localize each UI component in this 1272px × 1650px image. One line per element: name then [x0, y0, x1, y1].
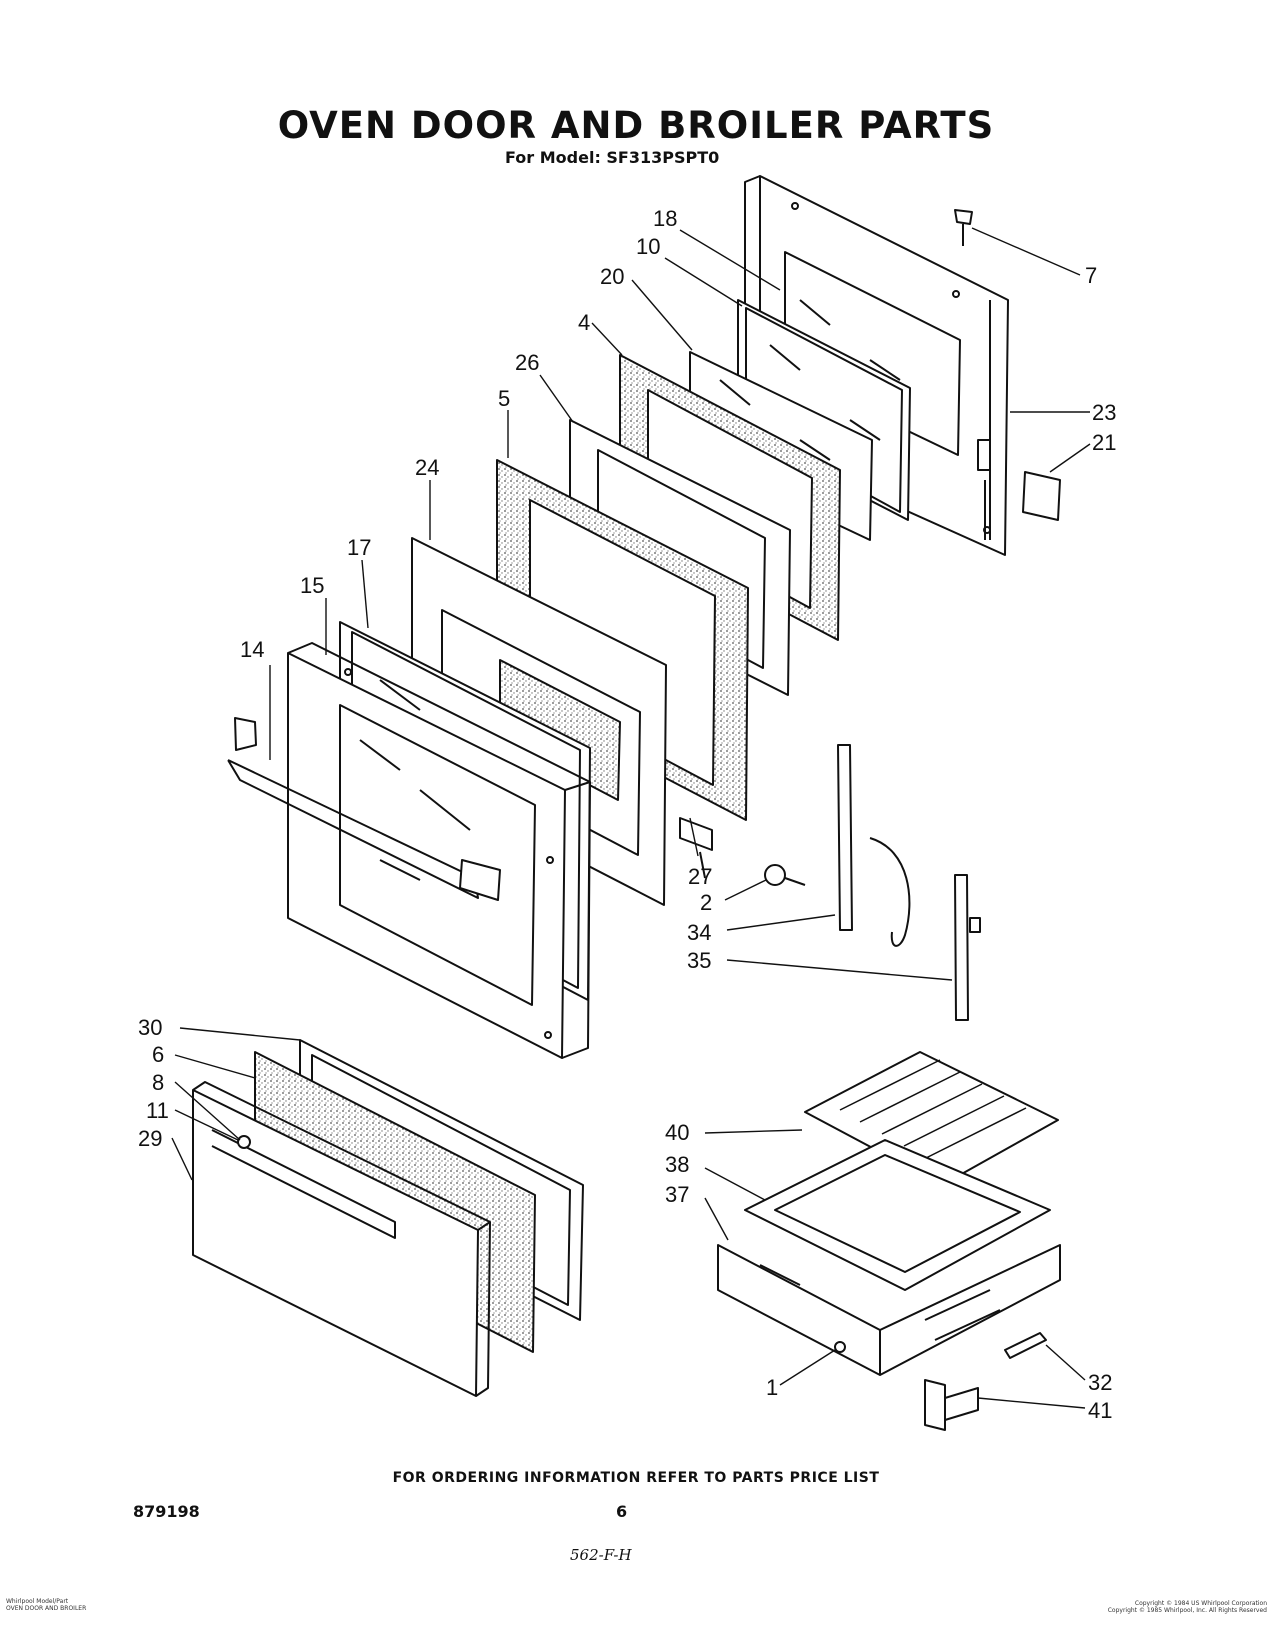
callout-26: 26 — [515, 350, 539, 375]
callout-24: 24 — [415, 455, 439, 480]
part-38-broiler-pan — [744, 1139, 1051, 1291]
part-27-bracket — [679, 817, 713, 879]
part-21-hinge — [1022, 471, 1061, 521]
part-2-bolt — [764, 864, 806, 886]
callout-30: 30 — [138, 1015, 162, 1040]
part-number: 879198 — [133, 1502, 200, 1521]
part-37-broiler-drawer — [717, 1244, 1061, 1376]
callout-38: 38 — [665, 1152, 689, 1177]
callout-6: 6 — [152, 1042, 164, 1067]
leader-lines — [171, 227, 1091, 1409]
part-29-drawer-front — [192, 1081, 491, 1397]
handwritten-code: 562-F-H — [570, 1546, 632, 1564]
callout-35: 35 — [687, 948, 711, 973]
callout-5: 5 — [498, 386, 510, 411]
callout-27: 27 — [688, 864, 712, 889]
part-41-bracket — [924, 1379, 979, 1431]
callout-17: 17 — [347, 535, 371, 560]
callout-23: 23 — [1092, 400, 1116, 425]
callout-4: 4 — [578, 310, 590, 335]
callout-15: 15 — [300, 573, 324, 598]
callout-29: 29 — [138, 1126, 162, 1151]
callout-37: 37 — [665, 1182, 689, 1207]
part-7-screw — [954, 209, 973, 246]
model-subtitle: For Model: SF313PSPT0 — [505, 148, 720, 167]
callout-18: 18 — [653, 206, 677, 231]
callout-21: 21 — [1092, 430, 1116, 455]
callout-11: 11 — [146, 1098, 169, 1123]
callout-41: 41 — [1088, 1398, 1112, 1423]
callout-40: 40 — [665, 1120, 689, 1145]
callout-8: 8 — [152, 1070, 164, 1095]
callout-2: 2 — [700, 890, 712, 915]
part-1-screw — [834, 1341, 846, 1353]
callout-14: 14 — [240, 637, 264, 662]
callout-7: 7 — [1085, 263, 1097, 288]
callout-32: 32 — [1088, 1370, 1112, 1395]
page-title: OVEN DOOR AND BROILER PARTS — [277, 104, 995, 147]
callout-20: 20 — [600, 264, 624, 289]
part-14-handle — [227, 717, 501, 901]
part-34-hinge-arm — [837, 744, 911, 947]
part-32-clip — [1004, 1332, 1047, 1359]
callout-34: 34 — [687, 920, 711, 945]
part-35-hinge — [954, 874, 981, 1021]
ordering-note: FOR ORDERING INFORMATION REFER TO PARTS … — [392, 1470, 880, 1486]
fine-print-left: Whirlpool Model/Part OVEN DOOR AND BROIL… — [6, 1598, 87, 1612]
callout-10: 10 — [636, 234, 660, 259]
page-number: 6 — [616, 1502, 628, 1521]
fine-print-right: Copyright © 1984 US Whirlpool Corporatio… — [1107, 1600, 1267, 1614]
callout-1: 1 — [766, 1375, 778, 1400]
